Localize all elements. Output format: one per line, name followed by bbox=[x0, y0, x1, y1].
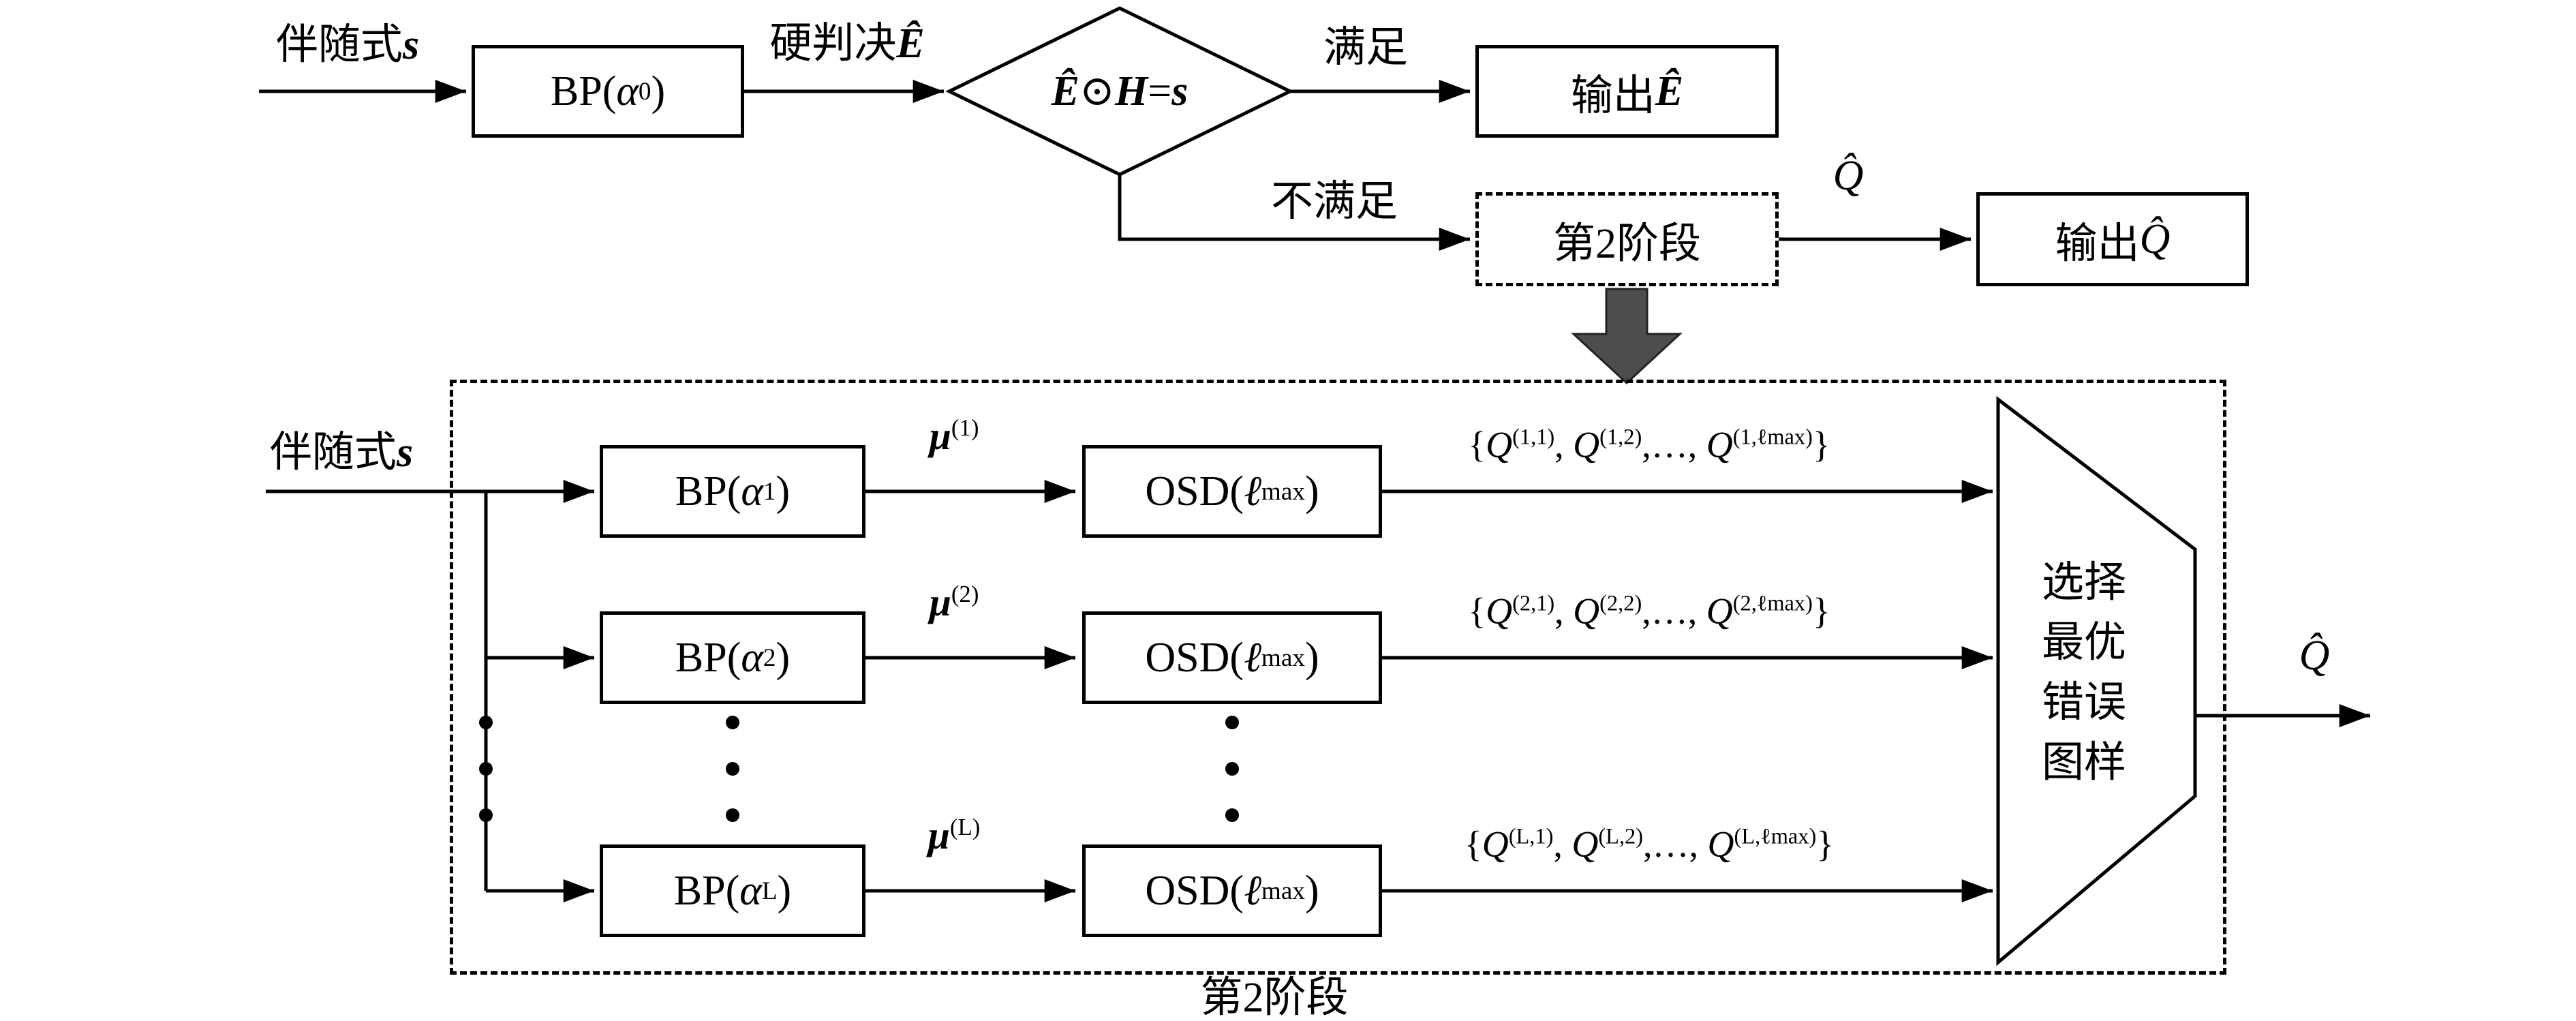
stage2-caption: 第2阶段 bbox=[1200, 974, 1349, 1021]
decision-diamond-shape bbox=[945, 6, 1294, 177]
stage2-container bbox=[450, 380, 2226, 975]
q-hat-label-output: Q̂ bbox=[2299, 632, 2330, 679]
syndrome-label-bottom: 伴随式s bbox=[269, 429, 414, 476]
unsatisfied-label: 不满足 bbox=[1270, 178, 1398, 225]
q-hat-label-top: Q̂ bbox=[1833, 152, 1864, 199]
candidate-set2-label: {Q(2,1), Q(2,2),…, Q(2,ℓmax)} bbox=[1468, 590, 1830, 632]
vdots-bp-column bbox=[726, 716, 739, 822]
arrow-diamond-to-stage2 bbox=[1118, 174, 1471, 251]
selector-trapezoid-shape bbox=[1996, 395, 2197, 966]
candidate-set1-label: {Q(1,1), Q(1,2),…, Q(1,ℓmax)} bbox=[1468, 424, 1830, 466]
stage2-expand-arrow bbox=[1571, 288, 1683, 385]
mu2-label: μ(2) bbox=[929, 580, 979, 625]
vdots-branch bbox=[479, 716, 493, 822]
hard-decision-label: 硬判决Ê bbox=[769, 20, 925, 67]
satisfied-label: 满足 bbox=[1323, 24, 1409, 71]
decision-diamond-label: Ê⊙H=s bbox=[1051, 67, 1189, 115]
selector-label: 选择 最优 错误 图样 bbox=[2041, 559, 2127, 787]
muL-label: μ(L) bbox=[927, 813, 981, 858]
mu1-label: μ(1) bbox=[929, 414, 979, 459]
syndrome-label-top: 伴随式s bbox=[275, 21, 420, 68]
candidate-setL-label: {Q(L,1), Q(L,2),…, Q(L,ℓmax)} bbox=[1464, 823, 1835, 865]
stage2-small-box: 第2阶段 bbox=[1475, 192, 1779, 286]
vdots-osd-column bbox=[1225, 716, 1239, 822]
